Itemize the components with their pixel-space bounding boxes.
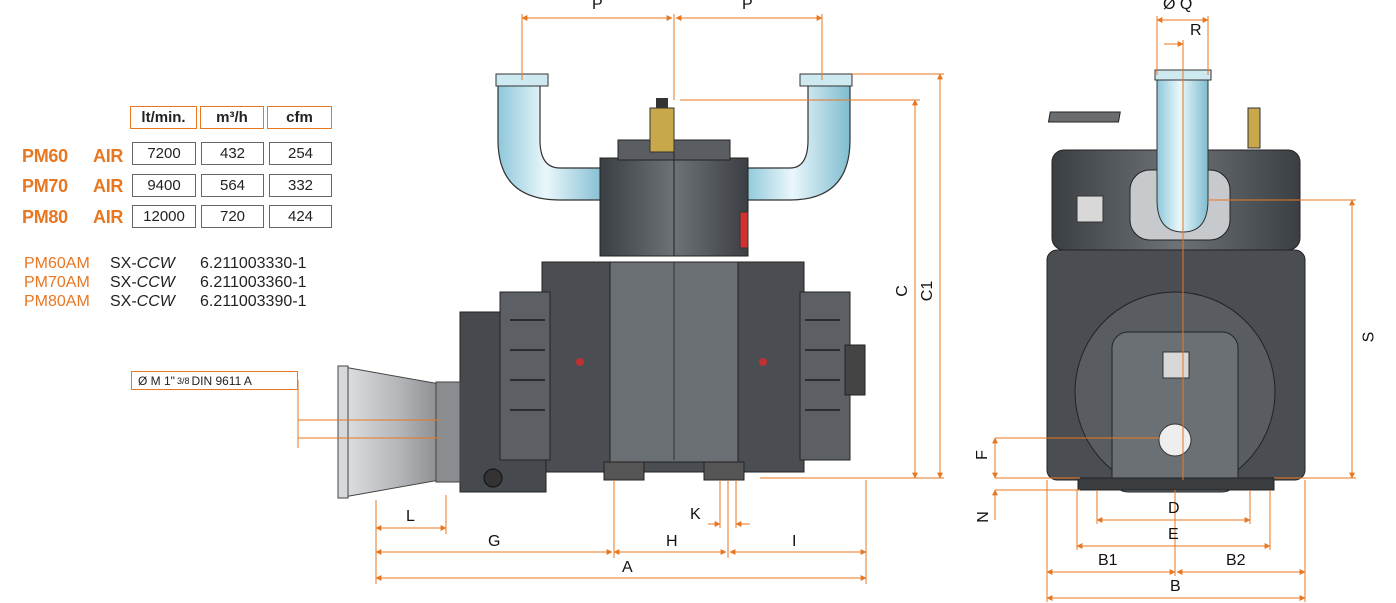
front-view	[337, 73, 866, 499]
code-rotation: SX-CCW	[110, 274, 175, 291]
dim-label-a: A	[622, 559, 633, 576]
drive-cone	[337, 365, 441, 499]
dim-label-b2: B2	[1226, 552, 1246, 569]
code-rotation: SX-CCW	[110, 255, 175, 272]
cell-value: 332	[269, 174, 332, 197]
code-part: 6.211003360-1	[200, 274, 307, 291]
code-line: PM70AM SX-CCW 6.211003360-1	[24, 273, 306, 292]
dim-label-g: G	[488, 533, 501, 550]
dim-label-b1: B1	[1098, 552, 1118, 569]
dimension-lines	[297, 14, 1356, 602]
dim-label-r: R	[1190, 22, 1202, 39]
code-model: PM70AM	[24, 274, 90, 291]
dim-label-q: Ø Q	[1163, 0, 1193, 13]
dim-label-e: E	[1168, 526, 1179, 543]
table-row: PM70 AIR	[22, 174, 123, 198]
cell-value: 7200	[132, 142, 196, 165]
cell-value: 9400	[132, 174, 196, 197]
right-pipe-flange	[799, 73, 853, 87]
row-model: PM70	[22, 175, 68, 196]
cell-value: 564	[201, 174, 264, 197]
row-type: AIR	[93, 145, 124, 166]
table-header-cfm: cfm	[267, 106, 332, 129]
table-header-m3h: m³/h	[200, 106, 264, 129]
cell-value: 254	[269, 142, 332, 165]
dim-label-i: I	[792, 533, 797, 550]
left-pipe	[497, 79, 606, 201]
dim-label-h: H	[666, 533, 678, 550]
dim-label-c: C	[893, 285, 911, 297]
cell-value: 720	[201, 205, 264, 228]
table-header-lt-min: lt/min.	[130, 106, 197, 129]
cell-value: 432	[201, 142, 264, 165]
dim-label-l: L	[406, 508, 415, 525]
code-model: PM60AM	[24, 255, 90, 272]
dim-label-d: D	[1168, 500, 1180, 517]
table-row: PM60 AIR	[22, 144, 123, 168]
valve-icon	[649, 107, 675, 153]
code-rotation: SX-CCW	[110, 293, 175, 310]
shaft-icon	[1158, 423, 1192, 457]
table-row: PM80 AIR	[22, 205, 123, 229]
dim-label-c1: C1	[919, 280, 937, 302]
cell-value: 424	[269, 205, 332, 228]
dim-label-k: K	[690, 506, 701, 523]
dim-label-p-left: P	[592, 0, 603, 13]
row-model: PM60	[22, 145, 68, 166]
code-part: 6.211003330-1	[200, 255, 307, 272]
model-codes: PM60AM SX-CCW 6.211003330-1 PM70AM SX-CCW 6.…	[24, 254, 306, 311]
dim-label-s: S	[1360, 331, 1378, 343]
dim-label-n: N	[974, 511, 992, 523]
code-line: PM60AM SX-CCW 6.211003330-1	[24, 254, 306, 273]
row-model: PM80	[22, 206, 68, 227]
row-type: AIR	[93, 175, 124, 196]
code-model: PM80AM	[24, 293, 90, 310]
row-type: AIR	[93, 206, 124, 227]
dim-label-p-right: P	[742, 0, 753, 13]
dim-label-b: B	[1170, 578, 1181, 595]
code-part: 6.211003390-1	[200, 293, 307, 310]
dim-label-f: F	[973, 450, 991, 460]
code-line: PM80AM SX-CCW 6.211003390-1	[24, 292, 306, 311]
right-pipe	[744, 79, 851, 201]
side-view	[1046, 69, 1306, 493]
right-housing	[799, 291, 851, 461]
cell-value: 12000	[132, 205, 196, 228]
